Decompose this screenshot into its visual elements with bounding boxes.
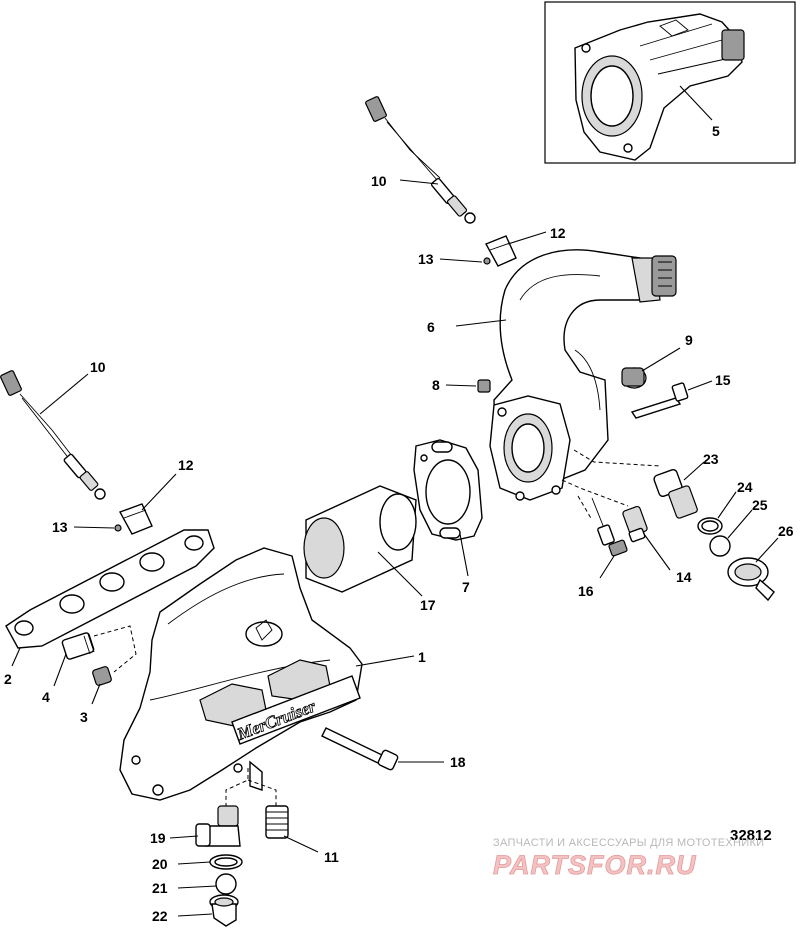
assembly-line-16 [577, 495, 593, 521]
callout-22: 22 [152, 908, 168, 924]
pipe-plug-8 [477, 379, 491, 393]
elbow-fitting-19 [195, 805, 241, 847]
callout-16: 16 [578, 583, 594, 599]
sensor-fitting-14 [622, 505, 648, 543]
callout-7: 7 [462, 579, 470, 595]
callout-25: 25 [752, 497, 768, 513]
oxygen-sensor-lower [0, 370, 106, 500]
ball-25 [709, 535, 731, 557]
gasket-7 [413, 439, 483, 541]
callout-10-lower: 10 [90, 359, 106, 375]
callout-6: 6 [427, 319, 435, 335]
o-ring-24 [697, 517, 723, 535]
watermark-tagline: ЗАПЧАСТИ И АКСЕССУАРЫ ДЛЯ МОТОТЕХНИКИ [493, 837, 764, 849]
callout-19: 19 [150, 830, 166, 846]
callout-20: 20 [152, 856, 168, 872]
callout-9: 9 [685, 332, 693, 348]
callout-26: 26 [778, 523, 794, 539]
sensor-clip-lower [114, 503, 153, 535]
callout-15: 15 [715, 372, 731, 388]
callout-13-lower: 13 [52, 519, 68, 535]
bolt-18 [321, 727, 399, 771]
callout-8: 8 [432, 377, 440, 393]
manifold-gasket-2 [5, 529, 215, 649]
callout-13-upper: 13 [418, 251, 434, 267]
o-ring-20 [209, 854, 243, 870]
sensor-clip-upper [483, 235, 517, 267]
watermark-logo: PARTSFOR.RU [493, 850, 697, 880]
drain-fitting-26 [727, 557, 775, 602]
callout-2: 2 [4, 671, 12, 687]
temperature-sensor-16 [591, 497, 628, 557]
plug-3 [92, 666, 112, 686]
bolt-15 [630, 382, 689, 419]
ball-21 [215, 873, 237, 895]
callout-12-lower: 12 [178, 457, 194, 473]
oxygen-sensor-upper [365, 96, 476, 224]
callout-24: 24 [737, 479, 753, 495]
callout-17: 17 [420, 597, 436, 613]
callout-23: 23 [703, 451, 719, 467]
detail-inset-box: 5 [544, 1, 796, 164]
callout-3: 3 [80, 709, 88, 725]
callout-1: 1 [418, 649, 426, 665]
elbow-detail-illustration [574, 13, 745, 161]
exhaust-manifold: MerCruiser [119, 547, 363, 801]
callout-14: 14 [676, 569, 692, 585]
assembly-line-23 [573, 449, 661, 467]
pipe-nipple-4 [61, 632, 95, 660]
fitting-23 [653, 468, 698, 519]
exhaust-elbow [489, 249, 677, 501]
figure-number: 32812 [730, 827, 772, 844]
callout-10-upper: 10 [371, 173, 387, 189]
pipe-nipple-11 [265, 805, 289, 839]
cap-9 [621, 367, 647, 389]
callout-12-upper: 12 [550, 225, 566, 241]
drain-fitting-22 [209, 894, 239, 927]
callout-11: 11 [324, 849, 339, 865]
sleeve-17 [303, 485, 417, 593]
callout-18: 18 [450, 754, 466, 770]
callout-21: 21 [152, 880, 168, 896]
callout-4: 4 [42, 689, 50, 705]
assembly-line-14 [561, 479, 629, 507]
callout-5: 5 [712, 123, 720, 139]
